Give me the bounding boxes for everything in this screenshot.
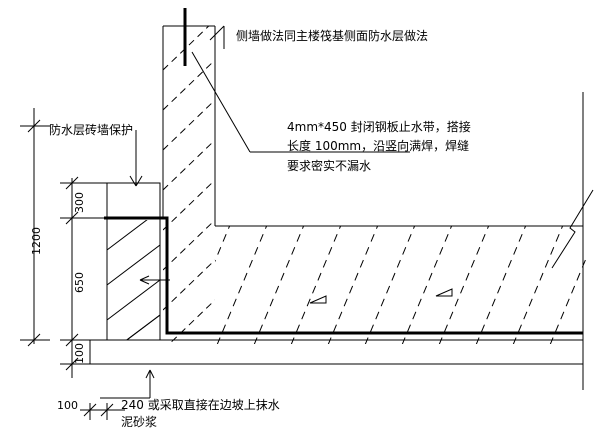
brick-protection-note: 防水层砖墙保护	[49, 122, 133, 137]
dim-650: 650	[73, 272, 86, 293]
bottom-note-line1: 240 或采取直接在边坡上抹水	[121, 397, 280, 412]
waterstop-note-line1: 4mm*450 封闭钢板止水带，搭接	[287, 119, 471, 134]
break-line	[551, 189, 594, 269]
waterstop-note-line3: 要求密实不漏水	[287, 158, 371, 173]
dim-100-horizontal: 100	[57, 399, 78, 412]
brick-hatch	[107, 220, 160, 340]
dim-300: 300	[73, 192, 86, 213]
bottom-note-line2: 泥砂浆	[121, 414, 157, 429]
concrete-structure	[162, 25, 584, 390]
brick-wall	[106, 182, 161, 341]
base-slab	[89, 339, 583, 365]
level-symbols	[309, 288, 453, 304]
dim-1200: 1200	[30, 227, 43, 255]
floor-hatch	[215, 226, 587, 344]
waterstop-note-line2: 长度 100mm，沿竖向满焊，焊缝	[287, 138, 469, 153]
wall-hatch	[163, 26, 215, 344]
dim-100-vertical: 100	[73, 343, 86, 364]
dimension-lines	[20, 108, 125, 420]
side-wall-note: 侧墙做法同主楼筏基侧面防水层做法	[236, 28, 428, 43]
waterproof-layer	[104, 216, 583, 335]
leader-lines	[100, 25, 410, 399]
